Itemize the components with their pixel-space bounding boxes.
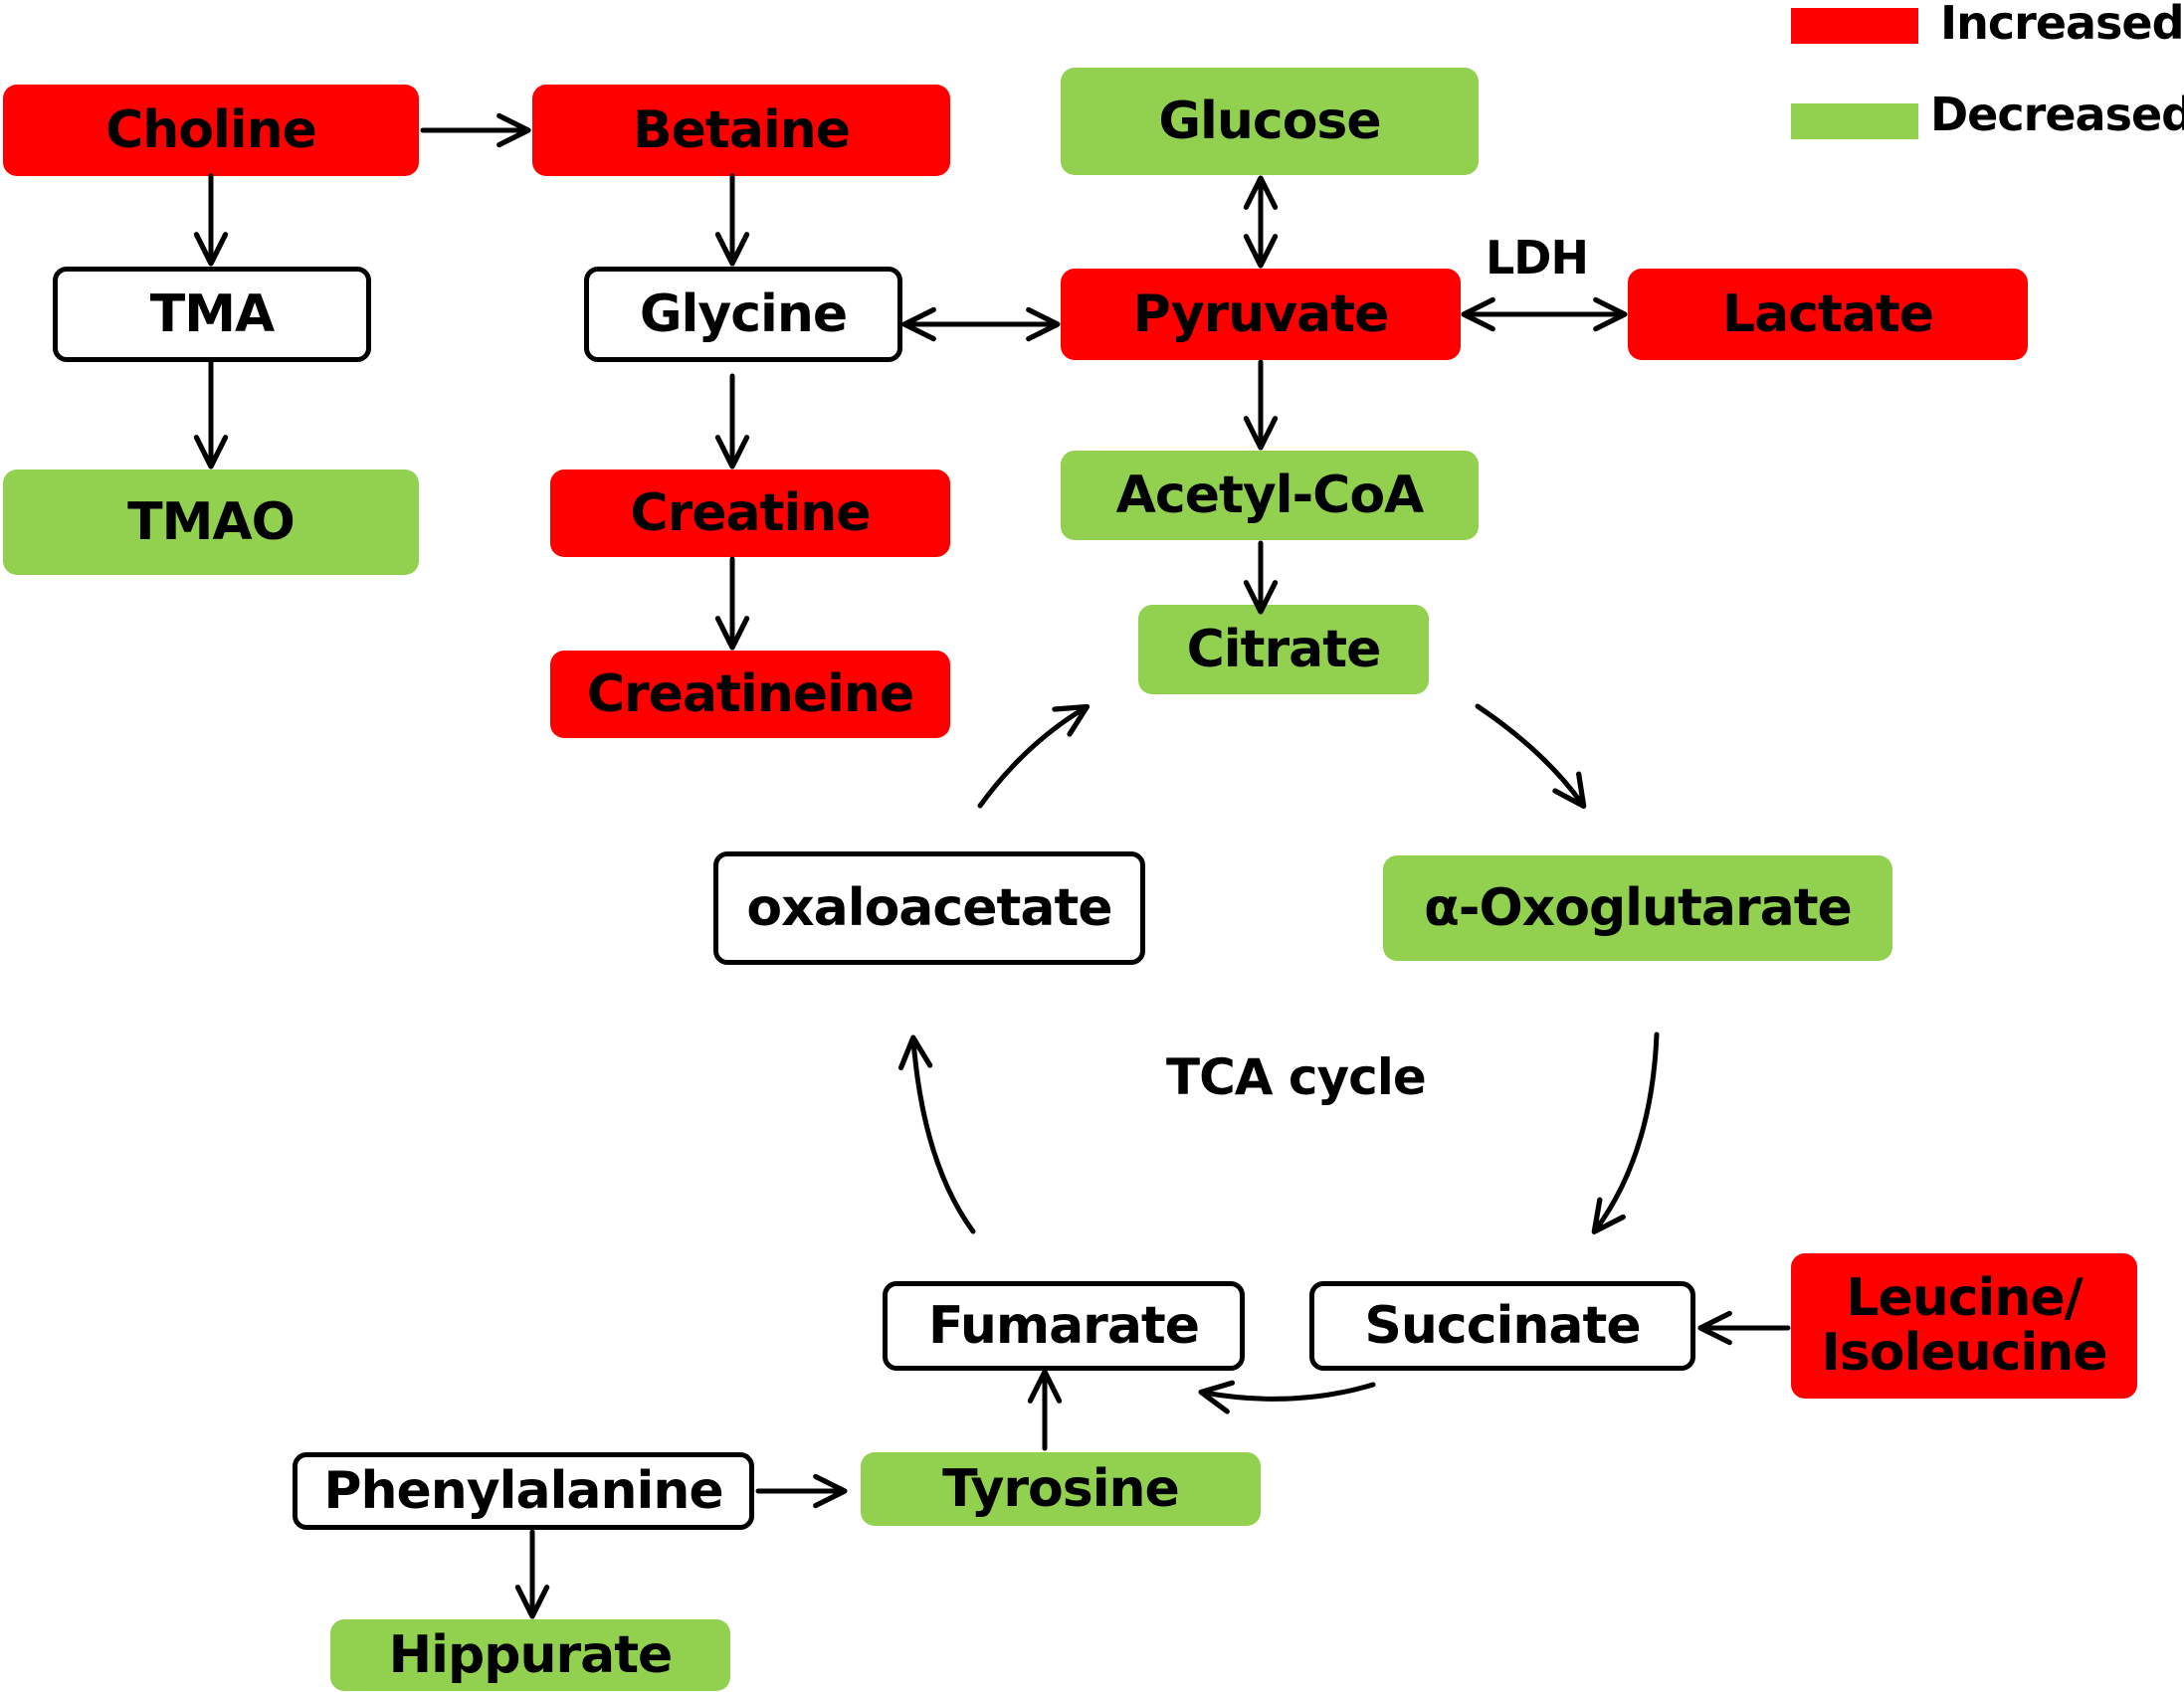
node-lactate: Lactate [1628, 269, 2028, 360]
node-betaine: Betaine [532, 85, 950, 176]
ldh-label: LDH [1486, 231, 1589, 284]
node-oxaloacetate: oxaloacetate [713, 851, 1145, 965]
legend-decreased-swatch [1791, 103, 1918, 139]
node-glucose: Glucose [1061, 68, 1479, 175]
legend-increased-swatch [1791, 8, 1918, 44]
node-fumarate: Fumarate [883, 1281, 1245, 1371]
node-creatine: Creatine [550, 470, 950, 557]
arrow-oxoglutarate-succinate [1591, 1032, 1660, 1234]
node-alpha-oxoglutarate: α-Oxoglutarate [1383, 855, 1892, 961]
node-tmao: TMAO [3, 470, 419, 575]
node-leucine-isoleucine: Leucine/ Isoleucine [1791, 1253, 2137, 1399]
node-phenylalanine: Phenylalanine [293, 1452, 754, 1530]
node-creatineine: Creatineine [550, 651, 950, 738]
arrow-citrate-oxoglutarate [1475, 703, 1587, 810]
tca-cycle-label: TCA cycle [1166, 1048, 1427, 1106]
node-succinate: Succinate [1309, 1281, 1695, 1371]
node-tyrosine: Tyrosine [861, 1452, 1261, 1526]
node-acetyl-coa: Acetyl-CoA [1061, 451, 1479, 540]
legend-increased-label: Increased [1940, 0, 2184, 50]
arrow-fumarate-oxaloacetate [897, 1034, 976, 1234]
arrow-oxaloacetate-citrate [977, 703, 1091, 809]
arrow-succinate-fumarate [1198, 1380, 1376, 1414]
node-glycine: Glycine [584, 267, 902, 362]
node-pyruvate: Pyruvate [1061, 269, 1461, 360]
legend-decreased-label: Decreased [1930, 88, 2184, 141]
node-citrate: Citrate [1138, 605, 1429, 694]
node-tma: TMA [53, 267, 371, 362]
node-choline: Choline [3, 85, 419, 176]
node-hippurate: Hippurate [330, 1619, 730, 1691]
